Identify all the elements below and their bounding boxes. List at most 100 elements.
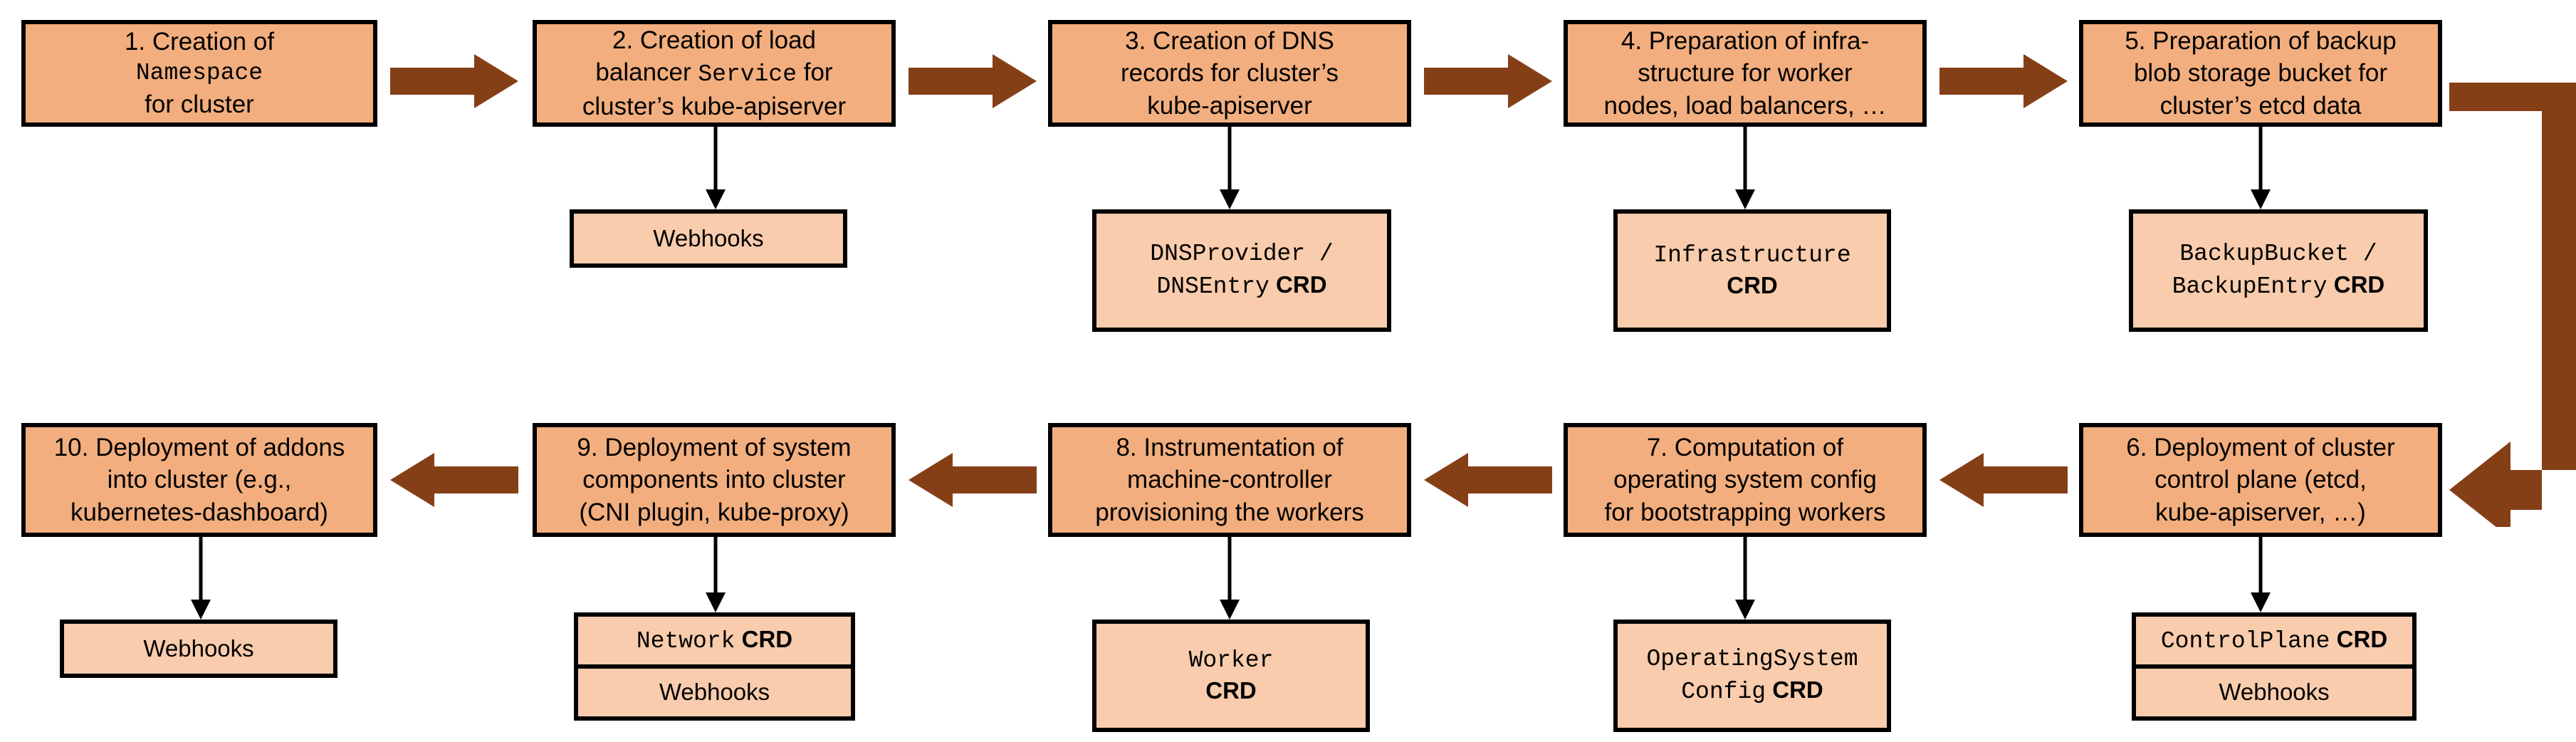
crd-label-dns: CRD	[1276, 271, 1327, 298]
step-9-line-1: 9. Deployment of system	[577, 433, 852, 461]
arrow-step1-to-step2	[390, 54, 518, 108]
dnsprovider-label: DNSProvider /	[1150, 241, 1334, 268]
step-box-8[interactable]: 8. Instrumentation of machine-controller…	[1048, 423, 1411, 537]
step-5-line-3: cluster’s etcd data	[2159, 91, 2362, 120]
sub-cell-osc-crd: OperatingSystem Config CRD	[1618, 624, 1887, 728]
step-1-line-3: for cluster	[145, 90, 254, 119]
step-6-line-1: 6. Deployment of cluster	[2126, 433, 2395, 461]
backupentry-label: BackupEntry	[2172, 273, 2328, 300]
connector-step4-to-crd	[1731, 127, 1759, 209]
arrow-step2-to-step3	[909, 54, 1037, 108]
crd-space-osc	[1766, 676, 1772, 703]
sub-cell-dns-crd: DNSProvider / DNSEntry CRD	[1096, 214, 1387, 328]
step-4-line-1: 4. Preparation of infra-	[1621, 26, 1870, 55]
step-7-line-2: operating system config	[1613, 466, 1877, 494]
sub-box-osc-crd[interactable]: OperatingSystem Config CRD	[1613, 620, 1891, 732]
step-box-6[interactable]: 6. Deployment of cluster control plane (…	[2079, 423, 2442, 537]
connector-step10-to-webhooks	[187, 537, 215, 620]
connector-step6-to-crd	[2246, 537, 2275, 612]
step-8-line-2: machine-controller	[1127, 466, 1332, 494]
sub-box-webhooks-step2[interactable]: Webhooks	[570, 209, 847, 268]
step-2-line-2: balancer Service for	[582, 56, 846, 90]
sub-cell-webhooks-10: Webhooks	[143, 634, 254, 662]
operatingsystem-label: OperatingSystem	[1646, 646, 1858, 673]
crd-space-backup	[2328, 271, 2334, 298]
step-4-line-3: nodes, load balancers, …	[1603, 91, 1887, 120]
sub-cell-infrastructure-crd: Infrastructure CRD	[1618, 214, 1887, 328]
step-7-line-3: for bootstrapping workers	[1604, 498, 1886, 526]
sub-box-dns-crd[interactable]: DNSProvider / DNSEntry CRD	[1092, 209, 1391, 332]
step-10-line-2: into cluster (e.g.,	[107, 466, 292, 494]
sub-cell-webhooks-step6: Webhooks	[2136, 664, 2412, 716]
step-2-line-3: cluster’s kube-apiserver	[582, 92, 847, 120]
step-2-service-keyword: Service	[698, 61, 797, 88]
connector-step3-to-crd	[1215, 127, 1244, 209]
arrow-step9-to-step10	[390, 453, 518, 507]
arrow-step3-to-step4	[1424, 54, 1552, 108]
backupbucket-label: BackupBucket /	[2179, 241, 2377, 268]
sub-cell-controlplane-crd: ControlPlane CRD	[2136, 617, 2412, 664]
crd-label-infrastructure: CRD	[1727, 272, 1778, 298]
step-box-3[interactable]: 3. Creation of DNS records for cluster’s…	[1048, 20, 1411, 127]
step-box-4[interactable]: 4. Preparation of infra- structure for w…	[1564, 20, 1927, 127]
step-2-line-2-prefix: balancer	[595, 58, 698, 87]
step-3-line-3: kube-apiserver	[1147, 91, 1312, 120]
step-1-line-2-namespace: Namespace	[135, 59, 263, 86]
connector-step7-to-crd	[1731, 537, 1759, 620]
step-5-line-2: blob storage bucket for	[2133, 59, 2388, 88]
arrow-step5-to-step6-elbow	[2449, 57, 2576, 527]
crd-label-osc: CRD	[1772, 676, 1823, 703]
step-3-line-1: 3. Creation of DNS	[1125, 26, 1334, 55]
sub-cell-worker-crd: Worker CRD	[1096, 624, 1366, 728]
sub-cell-webhooks-step9: Webhooks	[578, 664, 851, 716]
crd-space-controlplane	[2330, 626, 2336, 652]
controlplane-label: ControlPlane	[2160, 627, 2330, 654]
step-2-line-2-suffix: for	[797, 58, 833, 87]
step-10-line-3: kubernetes-dashboard)	[70, 498, 328, 526]
config-label: Config	[1681, 678, 1766, 705]
sub-box-worker-crd[interactable]: Worker CRD	[1092, 620, 1370, 732]
crd-label-worker: CRD	[1205, 677, 1257, 704]
step-2-line-1: 2. Creation of load	[612, 26, 816, 54]
step-box-9[interactable]: 9. Deployment of system components into …	[533, 423, 896, 537]
step-8-line-3: provisioning the workers	[1095, 498, 1364, 526]
step-box-10[interactable]: 10. Deployment of addons into cluster (e…	[21, 423, 377, 537]
arrow-step8-to-step9	[909, 453, 1037, 507]
arrow-step7-to-step8	[1424, 453, 1552, 507]
crd-label-network: CRD	[741, 625, 793, 652]
connector-step9-to-crd	[701, 537, 730, 612]
connector-step5-to-crd	[2246, 127, 2275, 209]
sub-box-controlplane-crd[interactable]: ControlPlane CRD Webhooks	[2132, 612, 2417, 721]
network-label: Network	[636, 627, 735, 654]
step-box-5[interactable]: 5. Preparation of backup blob storage bu…	[2079, 20, 2442, 127]
step-7-line-1: 7. Computation of	[1646, 433, 1844, 461]
arrow-step6-to-step7	[1939, 453, 2068, 507]
sub-cell-webhooks: Webhooks	[653, 224, 764, 251]
step-6-line-2: control plane (etcd,	[2154, 466, 2367, 494]
step-box-1[interactable]: 1. Creation of Namespace for cluster	[21, 20, 377, 127]
arrow-step4-to-step5	[1939, 54, 2068, 108]
sub-box-infrastructure-crd[interactable]: Infrastructure CRD	[1613, 209, 1891, 332]
connector-step8-to-crd	[1215, 537, 1244, 620]
sub-cell-network-crd: Network CRD	[578, 617, 851, 664]
step-box-2[interactable]: 2. Creation of load balancer Service for…	[533, 20, 896, 127]
sub-cell-backup-crd: BackupBucket / BackupEntry CRD	[2133, 214, 2424, 328]
step-6-line-3: kube-apiserver, …)	[2155, 498, 2366, 526]
step-1-line-1: 1. Creation of	[124, 28, 275, 56]
infrastructure-label: Infrastructure	[1653, 241, 1851, 268]
sub-box-webhooks-step10[interactable]: Webhooks	[60, 620, 337, 678]
step-box-7[interactable]: 7. Computation of operating system confi…	[1564, 423, 1927, 537]
step-9-line-3: (CNI plugin, kube-proxy)	[579, 498, 849, 526]
step-10-line-1: 10. Deployment of addons	[53, 433, 345, 461]
worker-label: Worker	[1188, 647, 1274, 674]
crd-label-backup: CRD	[2333, 271, 2385, 298]
crd-label-controlplane: CRD	[2336, 625, 2388, 652]
crd-space-network	[735, 626, 741, 652]
crd-suffix	[1269, 271, 1276, 298]
sub-box-network-crd[interactable]: Network CRD Webhooks	[574, 612, 855, 721]
step-9-line-2: components into cluster	[582, 466, 846, 494]
step-3-line-2: records for cluster’s	[1120, 59, 1339, 88]
step-8-line-1: 8. Instrumentation of	[1116, 433, 1344, 461]
sub-box-backup-crd[interactable]: BackupBucket / BackupEntry CRD	[2129, 209, 2428, 332]
